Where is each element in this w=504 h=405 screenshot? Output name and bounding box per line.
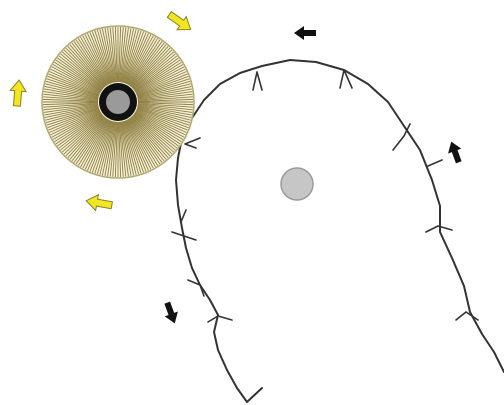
- brush-axle: [106, 90, 130, 114]
- rotation-arrow-top-icon: [165, 8, 195, 36]
- center-pivot: [281, 168, 313, 200]
- motion-arrow-right-icon: [445, 139, 466, 164]
- motion-arrows: [161, 26, 466, 326]
- brush-roller: [42, 26, 194, 178]
- motion-arrow-left-icon: [161, 300, 182, 325]
- rotation-arrow-left-icon: [9, 79, 27, 106]
- workpiece-wire: [172, 60, 504, 402]
- motion-arrow-top-icon: [294, 26, 316, 40]
- rotation-arrow-bottom-icon: [85, 193, 113, 213]
